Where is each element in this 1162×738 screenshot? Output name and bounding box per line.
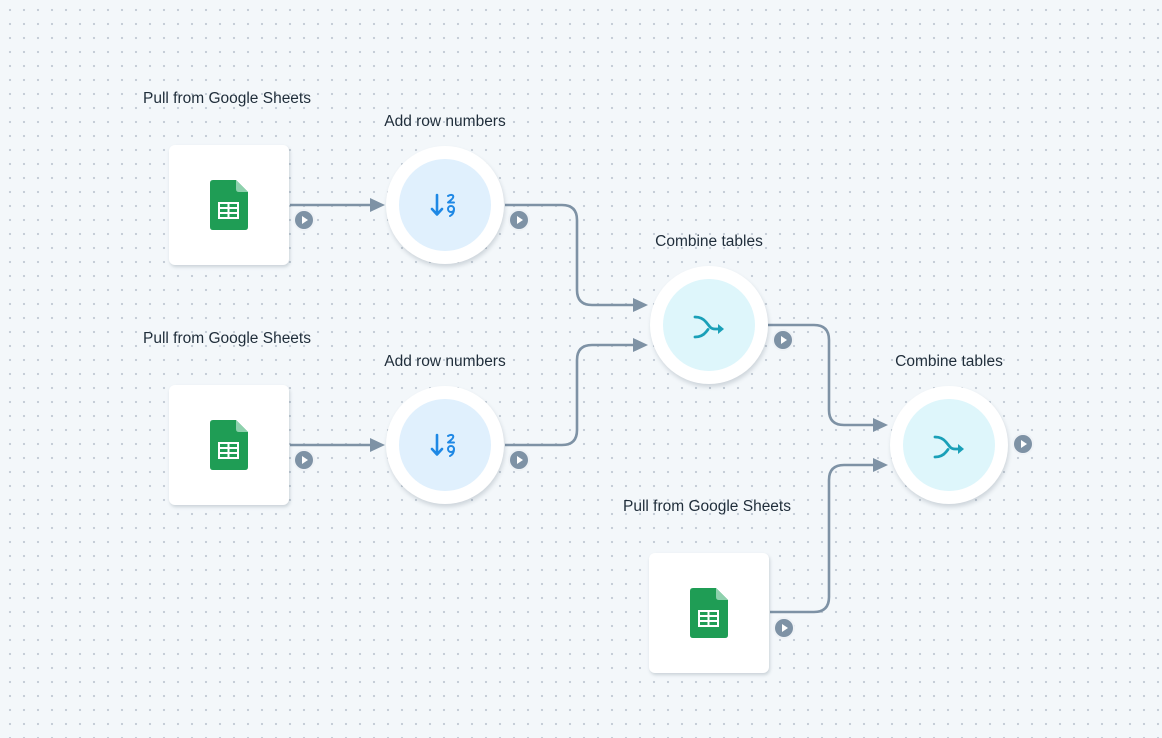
row-numbers-icon <box>430 433 455 457</box>
edge-arrow-icon <box>873 418 888 432</box>
edge-arrow-icon <box>633 298 648 312</box>
node-label: Combine tables <box>895 353 1003 370</box>
play-icon <box>302 216 308 224</box>
play-icon <box>781 336 787 344</box>
node-label: Add row numbers <box>384 353 506 370</box>
node-label: Pull from Google Sheets <box>142 330 311 347</box>
node-label: Add row numbers <box>384 113 506 130</box>
play-icon <box>1021 440 1027 448</box>
run-node-button[interactable] <box>293 449 315 471</box>
node-add-row-numbers[interactable] <box>386 386 504 504</box>
node-google-sheets[interactable] <box>169 385 289 505</box>
node-label: Pull from Google Sheets <box>622 498 791 515</box>
node-google-sheets[interactable] <box>649 553 769 673</box>
node-label: Combine tables <box>655 233 763 250</box>
play-icon <box>302 456 308 464</box>
node-icon-background <box>399 399 491 491</box>
node-google-sheets[interactable] <box>169 145 289 265</box>
node-add-row-numbers[interactable] <box>386 146 504 264</box>
edge-combine-1-to-combine-2 <box>768 323 875 427</box>
edge-arrow-icon <box>873 458 888 472</box>
node-icon-background <box>399 159 491 251</box>
play-icon <box>517 216 523 224</box>
google-sheets-icon <box>210 420 248 470</box>
edge-rownum-2-to-combine-1 <box>505 343 635 447</box>
edge-sheets-3-to-combine-2 <box>770 463 875 614</box>
run-node-button[interactable] <box>772 329 794 351</box>
edge-arrow-icon <box>370 438 385 452</box>
merge-icon <box>693 315 724 339</box>
play-icon <box>782 624 788 632</box>
node-icon-background <box>903 399 995 491</box>
google-sheets-icon <box>210 180 248 230</box>
run-node-button[interactable] <box>1012 433 1034 455</box>
node-label: Pull from Google Sheets <box>142 90 311 107</box>
merge-icon <box>933 435 964 459</box>
edge-rownum-1-to-combine-1 <box>505 203 635 307</box>
run-node-button[interactable] <box>773 617 795 639</box>
edge-arrow-icon <box>370 198 385 212</box>
row-numbers-icon <box>430 193 455 217</box>
node-combine-tables[interactable] <box>650 266 768 384</box>
google-sheets-icon <box>690 588 728 638</box>
edge-arrow-icon <box>633 338 648 352</box>
node-combine-tables[interactable] <box>890 386 1008 504</box>
run-node-button[interactable] <box>508 449 530 471</box>
run-node-button[interactable] <box>508 209 530 231</box>
play-icon <box>517 456 523 464</box>
node-icon-background <box>663 279 755 371</box>
run-node-button[interactable] <box>293 209 315 231</box>
